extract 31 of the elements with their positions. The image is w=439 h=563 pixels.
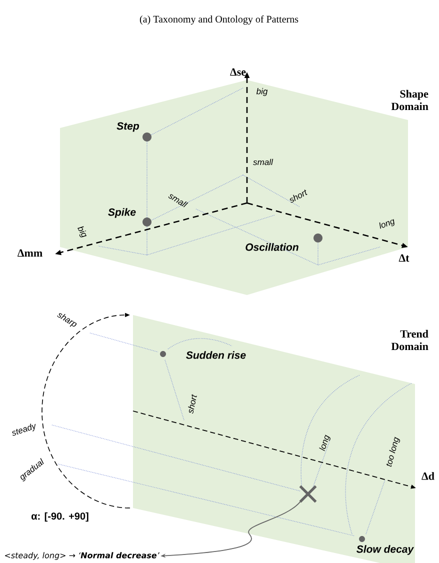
node-label: Oscillation	[246, 243, 298, 251]
tick-label: sharp	[57, 313, 77, 327]
axis-label: Δse	[230, 68, 246, 76]
tick-label: big	[77, 226, 87, 238]
data-point: Step	[116, 122, 152, 142]
tick-label: long	[319, 434, 330, 452]
domain-label: Shape Domain	[391, 90, 428, 110]
cross-mark	[298, 484, 318, 504]
axis-label: Δmm	[18, 249, 42, 257]
node-label: Sudden rise	[186, 351, 246, 359]
tick-label: small	[168, 194, 188, 208]
tick-label: too long	[386, 436, 400, 467]
node-label: Slow decay	[356, 545, 414, 555]
data-point: Slow decay	[356, 536, 414, 555]
axis-label: Δd	[422, 472, 434, 480]
node-label: Step	[116, 122, 140, 132]
tick-label: steady	[12, 424, 36, 436]
tick-label: long	[379, 219, 394, 229]
data-point: Spike	[108, 208, 152, 226]
tick-label: big	[256, 88, 268, 96]
data-point: Sudden rise	[160, 351, 246, 359]
node-label: Spike	[108, 208, 136, 218]
rule-text: <steady, long> → ‘Normal decrease’	[5, 552, 160, 560]
figure-title: (a) Taxonomy and Ontology of Patterns	[140, 15, 298, 25]
tick-label: small	[253, 158, 274, 166]
tick-label: short	[290, 190, 308, 203]
angle-range-label: α: [-90. +90]	[32, 512, 88, 522]
axis-label: Δt	[398, 254, 410, 262]
domain-label: Trend Domain	[391, 330, 428, 350]
tick-label: short	[188, 394, 197, 414]
data-point: Oscillation	[246, 234, 322, 251]
